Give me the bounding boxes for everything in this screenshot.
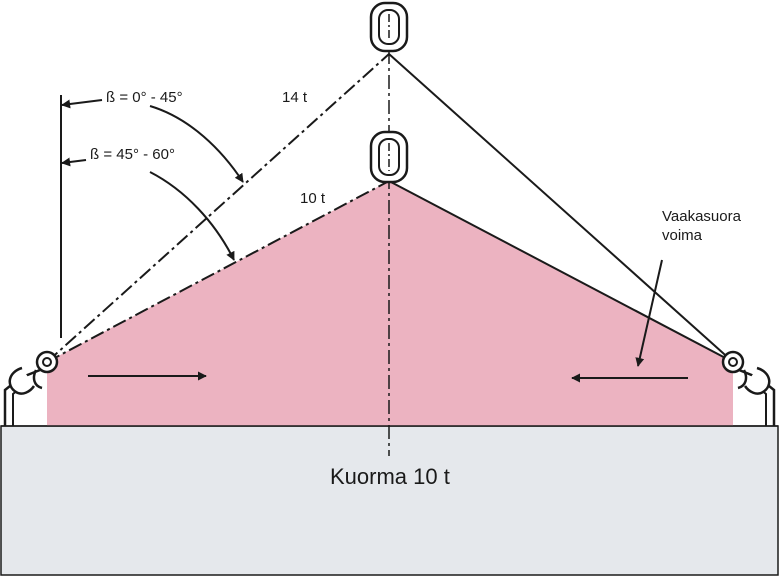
sling-low-right — [388, 180, 734, 363]
horizontal-force-pointer — [635, 259, 663, 367]
sling-zone — [47, 181, 733, 426]
angle-arc-small — [149, 105, 244, 183]
sling-high-right — [388, 53, 734, 363]
load-block — [0, 425, 779, 576]
force-label-low: 10 t — [300, 190, 326, 207]
sling-low-left — [46, 180, 390, 363]
left-hook-icon — [3, 350, 59, 426]
master-link-upper — [369, 1, 409, 53]
angle-arrow-small-start — [61, 99, 103, 109]
force-label-high: 14 t — [282, 89, 308, 106]
master-link-lower — [369, 130, 409, 184]
horizontal-force-label-line2: voima — [662, 227, 703, 244]
angle-label-small: ß = 0° - 45° — [106, 89, 183, 106]
angle-label-large: ß = 45° - 60° — [90, 146, 175, 163]
angle-arc-large — [149, 171, 235, 261]
load-label: Kuorma 10 t — [330, 464, 450, 489]
angle-arrow-large-start — [61, 157, 87, 167]
sling-high-left — [46, 53, 390, 363]
right-hook-icon — [721, 350, 776, 426]
horizontal-force-label-line1: Vaakasuora — [662, 208, 742, 225]
